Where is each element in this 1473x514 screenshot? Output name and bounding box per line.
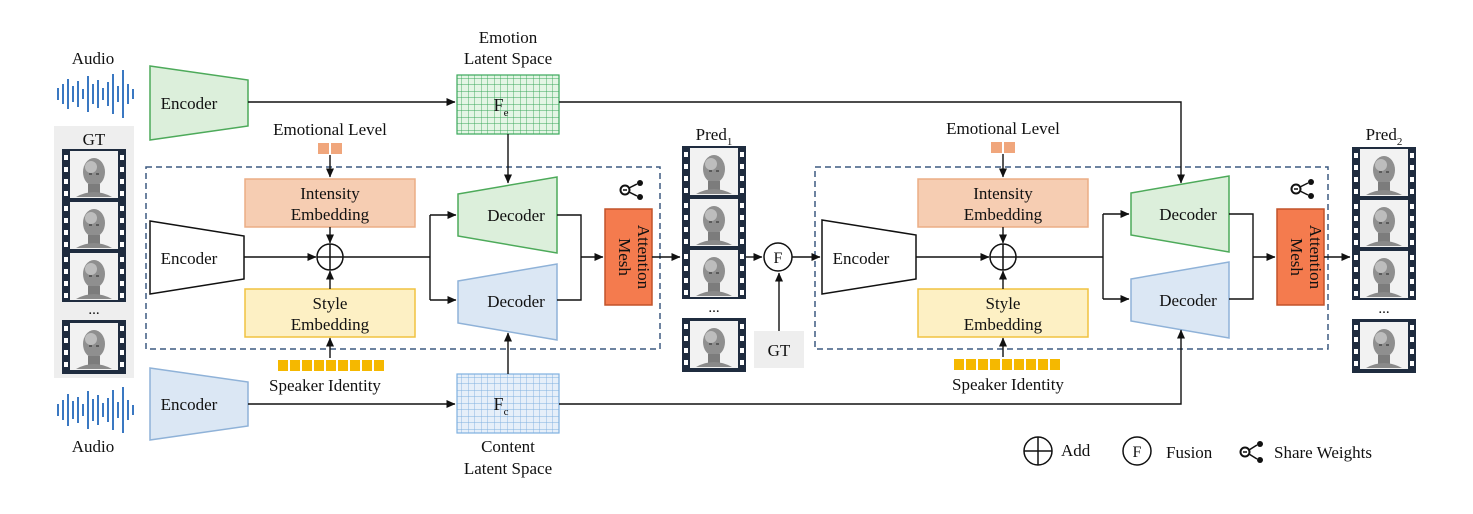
emotional-level-chip-2 <box>991 142 1015 153</box>
emotional-level-label-1: Emotional Level <box>273 120 387 139</box>
svg-text:Style: Style <box>313 294 348 313</box>
gt-film-strip <box>62 149 126 302</box>
speaker-identity-label-2: Speaker Identity <box>952 375 1064 394</box>
stage1-dashed-box <box>145 166 661 350</box>
emotion-latent-title-1: Emotion <box>479 28 538 47</box>
gt-ellipsis: ... <box>88 302 99 318</box>
svg-text:F: F <box>1133 444 1142 461</box>
style-embedding-2: Style Embedding <box>917 288 1089 338</box>
fc-subscript: c <box>504 406 509 418</box>
speaker-identity-chip-2 <box>954 359 1060 370</box>
fe-subscript: e <box>504 107 509 119</box>
pred2-ellipsis: ... <box>1378 301 1389 317</box>
audio-encoder-2: Encoder <box>821 219 917 295</box>
intensity-embedding-1: Intensity Embedding <box>244 178 416 228</box>
legend-add-label: Add <box>1061 441 1091 460</box>
pred1-film-strip <box>682 146 746 299</box>
content-latent-title-1: Content <box>481 437 535 456</box>
decoder-content-1: Decoder <box>457 263 558 341</box>
svg-text:Encoder: Encoder <box>161 249 218 268</box>
svg-text:Decoder: Decoder <box>1159 205 1217 224</box>
add-circle-2 <box>989 243 1017 271</box>
mesh-attention-2: Mesh Attention <box>1276 208 1325 306</box>
connection-arrows <box>244 98 1351 408</box>
pred2-film-last <box>1352 319 1416 373</box>
share-weights-icon <box>619 180 643 200</box>
style-embedding-1: Style Embedding <box>244 288 416 338</box>
legend-add-icon <box>1023 436 1053 466</box>
content-encoder: Encoder <box>149 367 249 441</box>
audio-waveform-top <box>57 70 134 118</box>
fe-label: F <box>494 95 504 115</box>
legend-fusion-label: Fusion <box>1166 443 1213 462</box>
emotional-level-chip-1 <box>318 143 342 154</box>
svg-text:Embedding: Embedding <box>291 205 370 224</box>
mesh-attention-1: Mesh Attention <box>604 208 653 306</box>
pred1-ellipsis: ... <box>708 300 719 316</box>
stage2-dashed-box <box>814 166 1329 350</box>
emotion-latent-grid: Fe <box>456 74 560 135</box>
decoder-emotion-2: Decoder <box>1130 175 1230 253</box>
svg-text:Style: Style <box>986 294 1021 313</box>
add-circle-1 <box>316 243 344 271</box>
svg-text:Attention: Attention <box>634 225 653 290</box>
svg-text:Mesh: Mesh <box>1287 238 1306 276</box>
legend-share-label: Share Weights <box>1274 443 1372 462</box>
pred2-label: Pred2 <box>1366 125 1403 148</box>
svg-text:Encoder: Encoder <box>833 249 890 268</box>
fusion-circle: F <box>763 242 793 272</box>
decoder-content-2: Decoder <box>1130 261 1230 339</box>
svg-text:Fc: Fc <box>494 394 509 418</box>
emotional-level-label-2: Emotional Level <box>946 119 1060 138</box>
speaker-identity-chip-1 <box>278 360 384 371</box>
audio-label-top: Audio <box>72 49 115 68</box>
svg-text:Decoder: Decoder <box>1159 291 1217 310</box>
svg-text:Decoder: Decoder <box>487 292 545 311</box>
pred2-film-strip <box>1352 147 1416 300</box>
svg-text:Embedding: Embedding <box>964 315 1043 334</box>
audio-encoder-1: Encoder <box>149 220 245 295</box>
svg-text:Encoder: Encoder <box>161 94 218 113</box>
legend-share-weights-icon <box>1239 441 1263 463</box>
svg-text:Decoder: Decoder <box>487 206 545 225</box>
content-latent-title-2: Latent Space <box>464 459 552 478</box>
svg-text:GT: GT <box>768 341 791 360</box>
svg-text:Attention: Attention <box>1306 225 1325 290</box>
svg-text:Intensity: Intensity <box>300 184 360 203</box>
gt-input-box: GT <box>754 331 804 368</box>
gt-label: GT <box>83 130 106 149</box>
audio-label-bottom: Audio <box>72 437 115 456</box>
svg-text:Encoder: Encoder <box>161 395 218 414</box>
svg-text:Fe: Fe <box>494 95 509 119</box>
intensity-embedding-2: Intensity Embedding <box>917 178 1089 228</box>
emotion-encoder: Encoder <box>149 65 249 141</box>
content-latent-grid: Fc <box>456 373 560 434</box>
speaker-identity-label-1: Speaker Identity <box>269 376 381 395</box>
svg-text:Intensity: Intensity <box>973 184 1033 203</box>
decoder-emotion-1: Decoder <box>457 176 558 254</box>
legend-fusion-icon: F <box>1122 436 1152 466</box>
gt-film-last <box>62 320 126 374</box>
svg-text:Embedding: Embedding <box>291 315 370 334</box>
svg-text:F: F <box>774 250 783 267</box>
emotion-latent-title-2: Latent Space <box>464 49 552 68</box>
audio-waveform-bottom <box>57 387 134 433</box>
svg-text:Embedding: Embedding <box>964 205 1043 224</box>
svg-text:Mesh: Mesh <box>615 238 634 276</box>
fc-label: F <box>494 394 504 414</box>
pred1-film-last <box>682 318 746 372</box>
share-weights-icon <box>1290 179 1314 199</box>
legend: Add F Fusion Share Weights <box>1023 436 1372 466</box>
pred1-label: Pred1 <box>696 125 733 148</box>
